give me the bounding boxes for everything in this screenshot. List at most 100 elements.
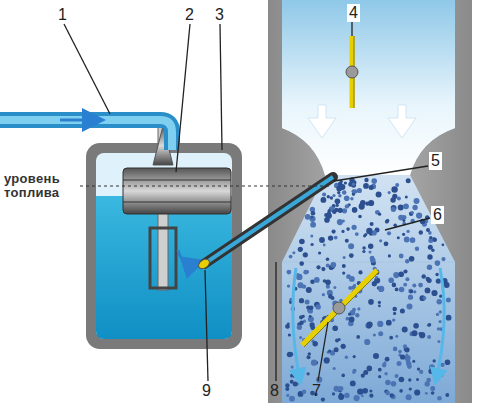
fuel-droplet [363,183,369,189]
fuel-droplet [322,192,326,196]
fuel-droplet [305,214,311,220]
fuel-droplet [345,204,349,208]
fuel-droplet [322,293,325,296]
fuel-droplet [298,282,304,288]
fuel-droplet [403,344,407,348]
fuel-droplet [373,333,376,336]
fuel-droplet [368,200,374,206]
fuel-droplet [373,353,379,359]
fuel-droplet [408,378,411,381]
fuel-droplet [357,307,360,310]
fuel-droplet [378,286,384,292]
fuel-droplet [330,262,336,268]
fuel-droplet [362,250,365,253]
fuel-droplet [431,249,434,252]
fuel-droplet [398,350,402,354]
fuel-level-label: уровень топлива [4,172,72,201]
fuel-droplet [348,286,352,290]
fuel-droplet [297,325,302,330]
fuel-droplet [350,197,353,200]
fuel-droplet [400,354,405,359]
fuel-droplet [379,239,382,242]
fuel-droplet [368,299,374,305]
fuel-droplet [388,191,391,194]
fuel-droplet [437,299,442,304]
fuel-droplet [333,367,336,370]
fuel-droplet [336,204,339,207]
fuel-droplet [305,299,310,304]
fuel-droplet [422,274,426,278]
fuel-droplet [392,307,397,312]
fuel-droplet [369,185,374,190]
fuel-droplet [370,258,375,263]
fuel-droplet [342,264,346,268]
fuel-droplet [409,290,413,294]
fuel-droplet [339,392,342,395]
fuel-droplet [385,220,389,224]
fuel-droplet [385,380,391,386]
callout-number: 7 [312,382,321,400]
fuel-droplet [411,211,414,214]
fuel-droplet [402,219,405,222]
fuel-droplet [362,388,368,394]
fuel-droplet [384,372,387,375]
fuel-droplet [341,344,346,349]
fuel-droplet [369,394,373,398]
fuel-droplet [427,265,432,270]
fuel-droplet [366,228,372,234]
fuel-droplet [446,297,451,302]
fuel-droplet [399,389,403,393]
fuel-droplet [409,387,412,390]
fuel-droplet [391,207,396,212]
fuel-droplet [419,230,423,234]
fuel-droplet [298,247,303,252]
fuel-droplet [358,270,362,274]
fuel-droplet [299,298,304,303]
fuel-droplet [308,352,311,355]
fuel-droplet [386,320,392,326]
fuel-droplet [405,196,408,199]
fuel-droplet [324,357,330,363]
fuel-droplet [293,382,298,387]
fuel-droplet [388,278,394,284]
fuel-droplet [311,211,316,216]
fuel-droplet [289,255,293,259]
fuel-droplet [444,282,450,288]
callout-number: 2 [185,6,194,24]
fuel-droplet [348,243,354,249]
fuel-droplet [328,294,333,299]
fuel-droplet [399,254,404,259]
fuel-droplet [306,306,310,310]
fuel-droplet [326,285,330,289]
fuel-droplet [431,290,437,296]
fuel-droplet [311,360,317,366]
fuel-droplet [364,178,368,182]
fuel-droplet [334,236,338,240]
fuel-droplet [316,304,321,309]
fuel-droplet [410,237,416,243]
fuel-droplet [423,296,427,300]
fuel-droplet [367,366,373,372]
fuel-droplet [291,365,294,368]
fuel-droplet [362,246,366,250]
fuel-droplet [355,232,359,236]
fuel-droplet [382,363,387,368]
fuel-droplet [402,327,408,333]
fuel-droplet [416,378,419,381]
fuel-droplet [437,396,442,401]
fuel-droplet [344,181,347,184]
fuel-droplet [343,256,346,259]
fuel-droplet [403,269,407,273]
fuel-droplet [355,313,359,317]
fuel-droplet [417,368,420,371]
fuel-droplet [395,183,399,187]
fuel-droplet [342,190,347,195]
fuel-droplet [349,253,354,258]
fuel-droplet [310,216,313,219]
fuel-droplet [426,228,430,232]
fuel-droplet [412,205,417,210]
fuel-droplet [333,286,336,289]
fuel-droplet [286,394,289,397]
fuel-droplet [345,239,349,243]
fuel-droplet [370,222,374,226]
